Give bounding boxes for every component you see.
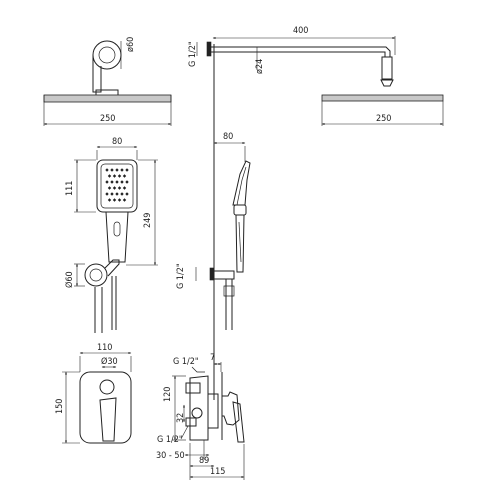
hand-shower-front-view: 80 111 249 Ø60	[64, 137, 158, 333]
dimension-label: 80	[112, 137, 122, 147]
hand-shower-side-view: 80 G 1/2"	[176, 132, 251, 330]
dimension-label: G 1/2"	[157, 435, 183, 445]
nozzle	[117, 174, 122, 178]
mixer-body-side-view: G 1/2" 7 120 32 G 1/2" 30 - 50 89 115	[156, 353, 245, 480]
dimension-label: 250	[100, 114, 115, 124]
dimension-label: 32	[176, 413, 186, 423]
dimension-label: Ø30	[101, 356, 118, 367]
nozzle	[115, 192, 119, 196]
dimension-label: G 1/2"	[173, 357, 199, 367]
nozzle	[110, 180, 114, 184]
dimension-label: 80	[223, 132, 233, 142]
dimension-label: 89	[199, 456, 209, 466]
nozzle	[112, 198, 117, 202]
nozzle	[115, 168, 119, 172]
nozzle	[115, 180, 119, 184]
dimension-label: 115	[210, 467, 225, 477]
dimension-label: 110	[97, 343, 112, 353]
nozzle	[107, 186, 112, 190]
dimension-label: G 1/2"	[176, 263, 186, 289]
nozzle	[105, 180, 109, 184]
dimension-label: 150	[55, 399, 65, 414]
nozzle	[125, 180, 129, 184]
nozzle	[125, 168, 129, 172]
shower-arm-side-view: 400 250 G 1/2" ø24	[188, 26, 444, 126]
dimension-label: G 1/2"	[188, 41, 198, 67]
nozzle	[112, 174, 117, 178]
mixer-cover-plate: 110 Ø30 150	[55, 343, 132, 444]
nozzle	[105, 168, 109, 172]
dimension-label: ø60	[126, 37, 136, 52]
dimension-label: 30 - 50	[156, 451, 185, 461]
shower-head-front-view: ø60 250	[43, 37, 172, 126]
dimension-label: 111	[65, 181, 75, 196]
dimension-label: 250	[376, 114, 391, 124]
dimension-label: 7	[210, 353, 215, 363]
nozzle	[117, 198, 122, 202]
nozzle	[112, 186, 117, 190]
nozzle	[105, 192, 109, 196]
nozzle	[122, 174, 127, 178]
nozzle	[122, 186, 127, 190]
nozzle	[122, 198, 127, 202]
dimension-label: Ø60	[64, 271, 75, 288]
nozzle	[125, 192, 129, 196]
nozzle	[110, 192, 114, 196]
nozzle	[110, 168, 114, 172]
nozzle	[120, 168, 124, 172]
nozzle	[120, 180, 124, 184]
nozzle	[107, 174, 112, 178]
dimension-label: 120	[163, 387, 173, 402]
nozzle-grid	[105, 168, 129, 202]
dimension-label: ø24	[255, 59, 265, 74]
dimension-label: 400	[293, 26, 308, 36]
nozzle	[120, 192, 124, 196]
nozzle	[117, 186, 122, 190]
nozzle	[107, 198, 112, 202]
dimension-label: 249	[143, 213, 153, 228]
